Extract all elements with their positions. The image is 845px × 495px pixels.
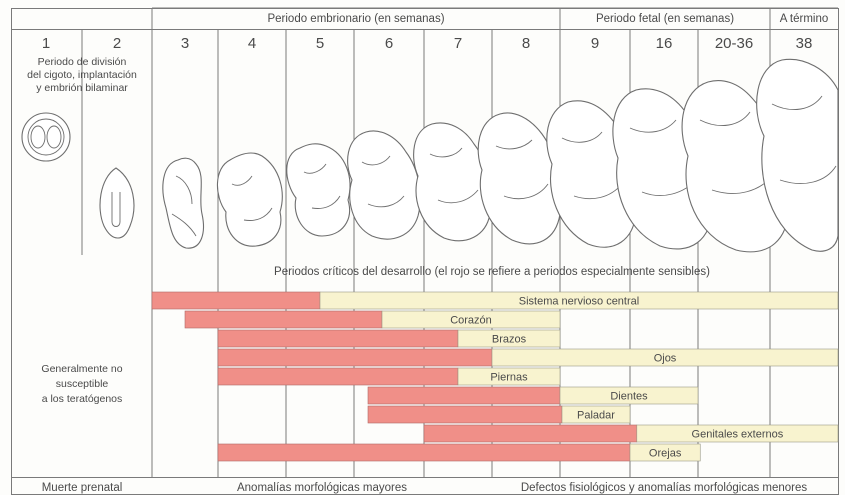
term-title: A término — [780, 13, 829, 25]
week-label: 2 — [113, 35, 121, 52]
structure-label: Sistema nervioso central — [519, 296, 639, 308]
week-label: 1 — [42, 35, 50, 52]
sensitive-period-bar — [368, 406, 562, 423]
structure-label: Dientes — [610, 391, 648, 403]
structure-label: Ojos — [654, 353, 677, 365]
structure-label: Corazón — [450, 315, 492, 327]
sensitive-period-bar — [218, 444, 630, 461]
structure-label: Piernas — [490, 372, 528, 384]
note-line: del cigoto, implantación — [27, 69, 137, 81]
week-label: 9 — [591, 35, 599, 52]
early-period-note: Periodo de división del cigoto, implanta… — [27, 56, 137, 94]
week-label: 3 — [181, 35, 189, 52]
blastocyst-illustration — [100, 168, 134, 238]
note-line: a los teratógenos — [42, 393, 123, 405]
week-label: 8 — [522, 35, 530, 52]
embryonic-period-title: Periodo embrionario (en semanas) — [267, 13, 444, 25]
structure-label: Brazos — [492, 334, 527, 346]
footer-minor-defects: Defectos fisiológicos y anomalías morfol… — [521, 482, 808, 494]
zygote-illustration — [22, 113, 70, 161]
fetal-period-title: Periodo fetal (en semanas) — [596, 13, 734, 25]
note-line: susceptible — [56, 378, 109, 390]
week-labels: 1 2 3 4 5 6 7 8 9 16 20-36 38 — [42, 35, 813, 52]
sensitive-period-bar — [218, 330, 458, 347]
critical-period-bars: Sistema nervioso centralCorazónBrazosOjo… — [152, 292, 838, 461]
week-label: 5 — [316, 35, 324, 52]
week-label: 38 — [796, 35, 813, 52]
sensitive-period-bar — [424, 425, 637, 442]
week-label: 20-36 — [715, 35, 753, 52]
note-line: Generalmente no — [41, 363, 122, 375]
week-label: 4 — [248, 35, 256, 52]
sensitive-period-bar — [368, 387, 560, 404]
week-label: 16 — [656, 35, 673, 52]
footer-prenatal-death: Muerte prenatal — [42, 482, 123, 494]
week-label: 6 — [385, 35, 393, 52]
week-label: 7 — [454, 35, 462, 52]
sensitive-period-bar — [218, 368, 458, 385]
development-illustrations — [22, 59, 838, 252]
sensitive-period-bar — [152, 292, 320, 309]
structure-label: Genitales externos — [692, 429, 784, 441]
sensitive-period-bar — [218, 349, 492, 366]
sensitive-period-bar — [185, 311, 382, 328]
note-line: Periodo de división — [38, 56, 127, 68]
critical-periods-title: Periodos críticos del desarrollo (el roj… — [274, 266, 710, 278]
structure-label: Paladar — [577, 410, 615, 422]
embryo-week-5 — [287, 144, 350, 236]
footer-major-anomalies: Anomalías morfológicas mayores — [237, 482, 407, 494]
embryo-week-6 — [348, 131, 421, 239]
embryo-week-3 — [163, 158, 204, 248]
note-line: y embrión bilaminar — [36, 82, 128, 94]
not-susceptible-note: Generalmente no susceptible a los terató… — [41, 363, 122, 405]
embryo-week-4 — [217, 153, 282, 246]
structure-label: Orejas — [649, 448, 682, 460]
